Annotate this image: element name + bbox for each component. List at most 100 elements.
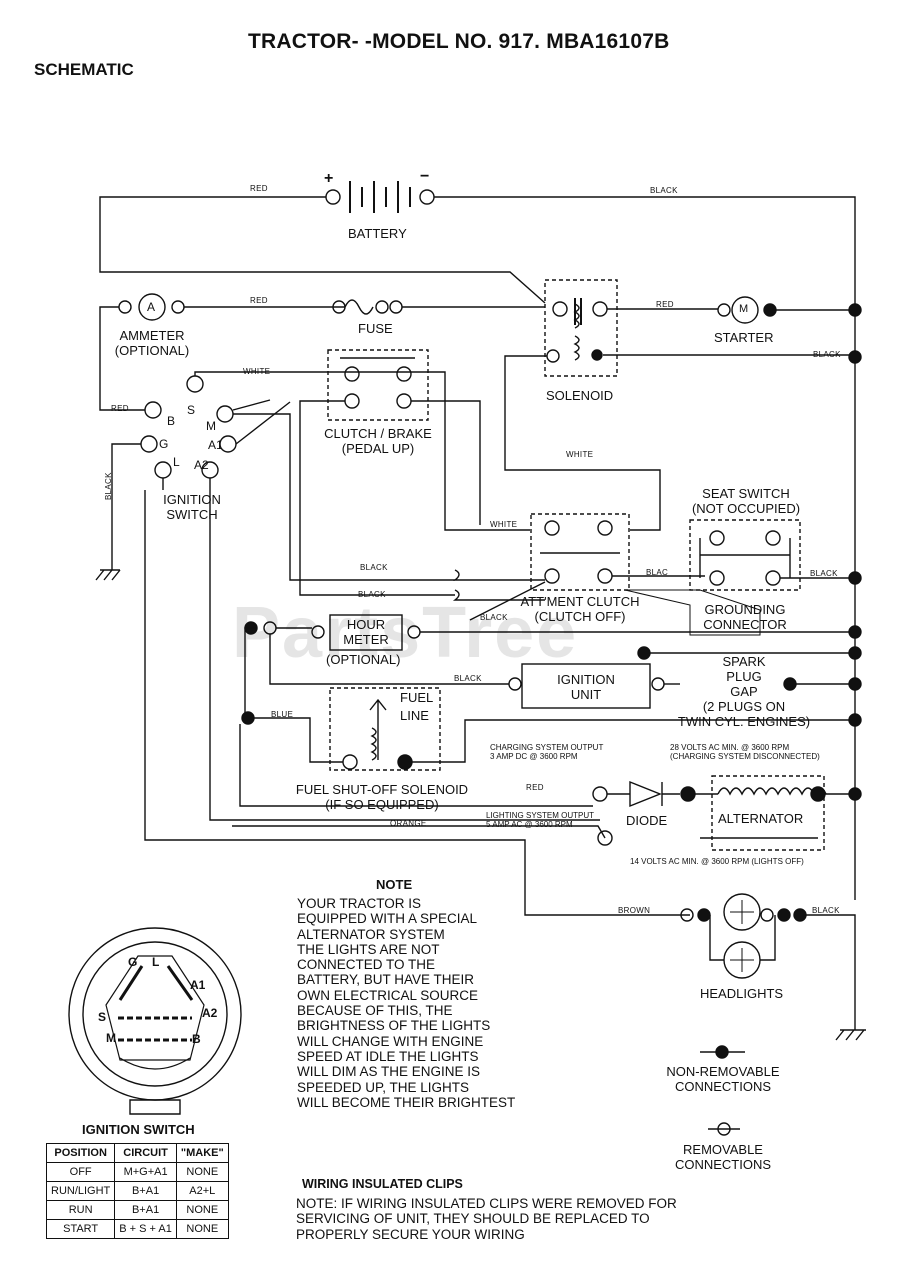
clips-line: SERVICING OF UNIT, THEY SHOULD BE REPLAC… <box>296 1211 650 1227</box>
volts28-label: 28 VOLTS AC MIN. @ 3600 RPM (CHARGING SY… <box>670 743 820 761</box>
hour-meter-optional: (OPTIONAL) <box>326 652 401 667</box>
attachment-clutch-box <box>530 513 630 591</box>
clutch-brake-box <box>327 349 429 421</box>
hour-meter-box <box>329 614 403 651</box>
diode-label: DIODE <box>626 813 668 828</box>
ignition-unit-line1: IGNITION <box>557 672 615 687</box>
table-cell: B+A1 <box>114 1200 177 1220</box>
clutch-brake-line1: CLUTCH / BRAKE <box>324 426 432 441</box>
ignition-table-title: IGNITION SWITCH <box>82 1122 195 1137</box>
table-row: RUN/LIGHT B+A1 A2+L <box>45 1181 229 1201</box>
grounding-connector-line1: GROUNDING <box>704 602 786 617</box>
table-cell: NONE <box>175 1200 229 1220</box>
lighting-output-line1: LIGHTING SYSTEM OUTPUT <box>486 811 595 820</box>
hour-meter-line1: HOUR <box>346 617 386 632</box>
ignition-unit-box <box>521 663 651 709</box>
charging-output-line2: 3 AMP DC @ 3600 RPM <box>490 752 578 761</box>
spark-plug-line3: GAP <box>730 684 758 699</box>
headlights-label: HEADLIGHTS <box>700 986 784 1001</box>
table-cell: A2+L <box>175 1181 229 1201</box>
face-b: B <box>192 1032 201 1046</box>
table-cell: START <box>45 1219 116 1239</box>
wire-white-clutch: WHITE <box>490 520 518 529</box>
table-cell: RUN <box>45 1200 116 1220</box>
face-a2: A2 <box>202 1006 218 1020</box>
face-g: G <box>128 955 138 969</box>
note-line: SPEED AT IDLE THE LIGHTS <box>297 1048 479 1064</box>
note-line: WILL BECOME THEIR BRIGHTEST <box>297 1094 516 1110</box>
note-line: WILL DIM AS THE ENGINE IS <box>297 1064 481 1080</box>
grounding-connector-line2: CONNECTOR <box>703 617 787 632</box>
note-line: CONNECTED TO THE <box>297 957 436 973</box>
clips-body: NOTE: IF WIRING INSULATED CLIPS WERE REM… <box>296 1196 677 1242</box>
wire-red-battery: RED <box>250 184 268 193</box>
removable-symbol <box>717 1122 731 1136</box>
wire-black-2: BLACK <box>358 590 386 599</box>
non-removable-label: NON-REMOVABLE CONNECTIONS <box>654 1064 792 1094</box>
note-line: BECAUSE OF THIS, THE <box>297 1003 453 1019</box>
wire-red-charging: RED <box>526 783 544 792</box>
wire-black-1: BLACK <box>360 563 388 572</box>
table-cell: OFF <box>45 1162 116 1182</box>
non-removable-symbol <box>715 1045 729 1059</box>
headlight-upper <box>723 893 761 931</box>
table-cell: M+G+A1 <box>114 1162 177 1182</box>
volts28-line2: (CHARGING SYSTEM DISCONNECTED) <box>670 752 820 761</box>
terminal-m: M <box>206 419 216 433</box>
note-title: NOTE <box>376 877 413 892</box>
hour-meter-line2: METER <box>343 632 389 647</box>
wire-red-ignition: RED <box>111 404 129 413</box>
ignition-switch-line1: IGNITION <box>163 492 221 507</box>
wire-black-seat: BLACK <box>810 569 838 578</box>
alternator-box <box>711 775 825 851</box>
face-m: M <box>106 1031 116 1045</box>
note-line: BRIGHTNESS OF THE LIGHTS <box>297 1018 491 1034</box>
removable-label: REMOVABLE CONNECTIONS <box>654 1142 792 1172</box>
table-row: OFF M+G+A1 NONE <box>45 1162 229 1182</box>
attachment-clutch-line2: (CLUTCH OFF) <box>534 609 626 624</box>
ignition-table: POSITION CIRCUIT "MAKE" OFF M+G+A1 NONE … <box>45 1143 229 1239</box>
fuse-label: FUSE <box>358 321 393 336</box>
lighting-output-line2: 5 AMP AC @ 3600 RPM <box>486 820 573 829</box>
ammeter-symbol <box>138 293 166 321</box>
fuel-solenoid-box <box>329 687 441 771</box>
removable-line2: CONNECTIONS <box>674 1157 772 1172</box>
wire-blac: BLAC <box>646 568 669 577</box>
table-header: CIRCUIT <box>114 1143 177 1163</box>
solenoid-box <box>544 279 618 377</box>
hour-meter-label: HOUR METER <box>330 617 402 647</box>
wire-black-ignition-unit: BLACK <box>454 674 482 683</box>
battery-label: BATTERY <box>348 226 407 241</box>
table-header: POSITION <box>45 1143 116 1163</box>
wire-black-headlights: BLACK <box>812 906 840 915</box>
ammeter-label: AMMETER (OPTIONAL) <box>112 328 192 358</box>
wire-black-ground: BLACK <box>104 472 113 500</box>
note-line: YOUR TRACTOR IS <box>297 896 422 911</box>
face-l: L <box>152 955 160 969</box>
wire-red-starter: RED <box>656 300 674 309</box>
clutch-brake-line2: (PEDAL UP) <box>341 441 415 456</box>
note-line: ALTERNATOR SYSTEM <box>297 926 445 942</box>
starter-label: STARTER <box>714 330 774 345</box>
table-header: "MAKE" <box>175 1143 229 1163</box>
clips-title: WIRING INSULATED CLIPS <box>302 1177 463 1191</box>
wire-red-ammeter: RED <box>250 296 268 305</box>
removable-line1: REMOVABLE <box>683 1142 763 1157</box>
terminal-a2: A2 <box>194 458 209 472</box>
table-cell: B + S + A1 <box>114 1219 177 1239</box>
diode-symbol <box>629 780 662 808</box>
wire-orange: ORANGE <box>390 819 427 828</box>
non-removable-line2: CONNECTIONS <box>674 1079 772 1094</box>
note-line: THE LIGHTS ARE NOT <box>297 941 440 957</box>
note-line: SPEEDED UP, THE LIGHTS <box>297 1079 470 1095</box>
clips-line: NOTE: IF WIRING INSULATED CLIPS WERE REM… <box>296 1196 677 1211</box>
non-removable-line1: NON-REMOVABLE <box>666 1064 780 1079</box>
fuse-symbol <box>344 299 374 315</box>
note-line: OWN ELECTRICAL SOURCE <box>297 987 479 1003</box>
spark-plug-line2: PLUG <box>726 669 762 684</box>
note-line: BATTERY, BUT HAVE THEIR <box>297 972 475 988</box>
seat-switch-box <box>689 519 801 591</box>
battery-plus: + <box>324 170 334 187</box>
table-cell: RUN/LIGHT <box>45 1181 116 1201</box>
ammeter-optional: (OPTIONAL) <box>114 343 190 358</box>
